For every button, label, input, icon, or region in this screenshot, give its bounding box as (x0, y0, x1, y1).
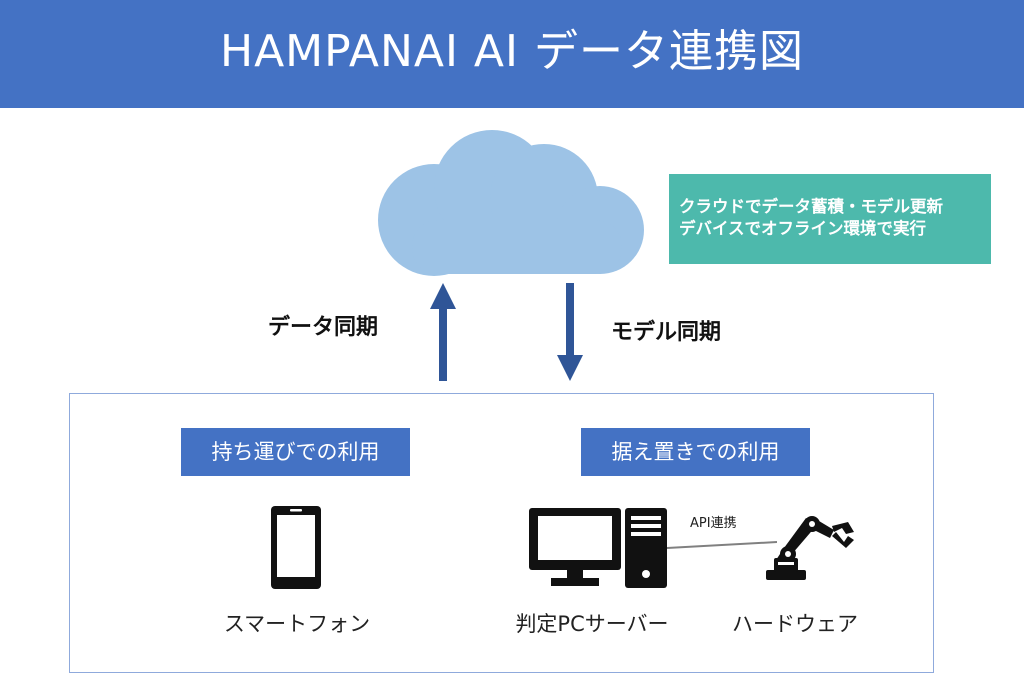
page-title: HAMPANAI AI データ連携図 (219, 26, 804, 77)
cloud-note-box: クラウドでデータ蓄積・モデル更新 デバイスでオフライン環境で実行 (669, 174, 991, 264)
pc-server-label: 判定PCサーバー (515, 612, 669, 636)
pc-tower-icon (625, 508, 667, 588)
cloud-note-line-1: クラウドでデータ蓄積・モデル更新 (679, 197, 943, 216)
cloud-icon (378, 130, 644, 276)
data-sync-up-arrow (430, 283, 456, 381)
monitor-icon (529, 508, 621, 586)
portable-usage-label: 持ち運びでの利用 (181, 428, 410, 476)
stationary-usage-label: 据え置きでの利用 (581, 428, 810, 476)
smartphone-icon (271, 506, 321, 589)
data-sync-label: データ同期 (268, 315, 379, 340)
cloud-note-line-2: デバイスでオフライン環境で実行 (679, 219, 927, 238)
api-link-label: API連携 (690, 516, 737, 531)
hardware-label: ハードウェア (732, 612, 858, 636)
model-sync-label: モデル同期 (611, 320, 722, 345)
header-banner: HAMPANAI AI データ連携図 (0, 0, 1024, 108)
robot-arm-icon (766, 516, 854, 580)
model-sync-down-arrow (557, 283, 583, 381)
api-connection-line (667, 541, 777, 549)
smartphone-label: スマートフォン (223, 612, 371, 636)
